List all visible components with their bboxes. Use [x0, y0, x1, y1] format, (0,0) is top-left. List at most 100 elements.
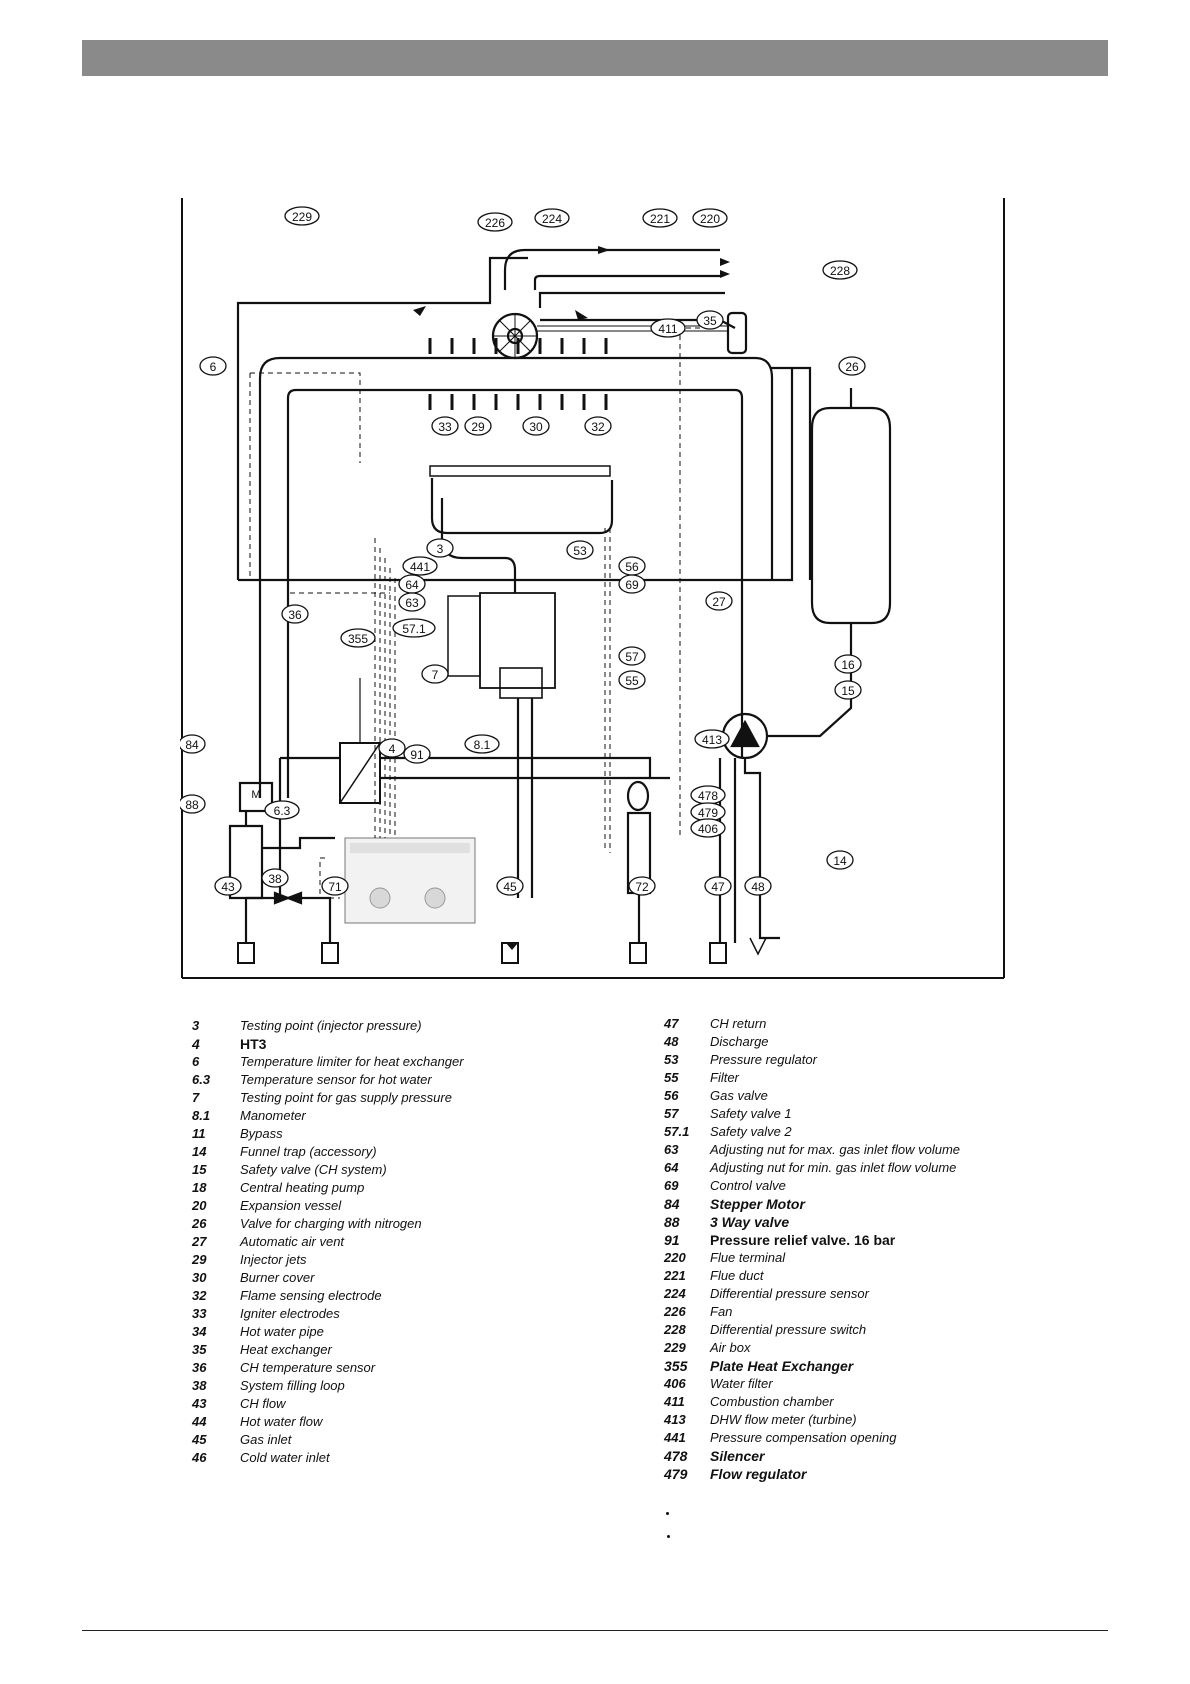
legend-description: Valve for charging with nitrogen: [240, 1216, 422, 1231]
callout-38: 38: [261, 868, 289, 888]
callout-63: 63: [398, 592, 426, 612]
callout-label: 355: [348, 632, 368, 646]
air-box-right: [770, 366, 812, 580]
legend-description: Plate Heat Exchanger: [710, 1358, 854, 1374]
diff-pressure-switch: [726, 311, 748, 355]
legend-description: Cold water inlet: [240, 1450, 330, 1465]
callout-label: 57.1: [402, 622, 426, 636]
legend-code: 34: [192, 1324, 207, 1339]
callout-label: 14: [833, 854, 847, 868]
legend-code: 221: [664, 1268, 686, 1283]
legend-description: Filter: [710, 1070, 739, 1085]
legend-description: CH return: [710, 1016, 767, 1031]
legend-code: 56: [664, 1088, 679, 1103]
legend-code: 18: [192, 1180, 207, 1195]
callout-35: 35: [696, 310, 724, 330]
legend-description: Testing point for gas supply pressure: [240, 1090, 452, 1105]
legend-description: Flue terminal: [710, 1250, 786, 1265]
burner: [429, 465, 611, 477]
callout-221: 221: [642, 208, 678, 228]
callout-label: 45: [503, 880, 517, 894]
legend-code: 35: [192, 1342, 207, 1357]
callout-355: 355: [340, 628, 376, 648]
callout-label: 53: [573, 544, 587, 558]
legend-code: 46: [192, 1450, 207, 1465]
legend-description: 3 Way valve: [710, 1214, 790, 1230]
callout-228: 228: [822, 260, 858, 280]
callout-label: 3: [437, 542, 444, 556]
callout-4: 4: [378, 738, 406, 758]
callout-479: 479: [690, 802, 726, 822]
callout-7: 7: [421, 664, 449, 684]
legend-description: Stepper Motor: [710, 1196, 805, 1212]
legend-description: Gas valve: [710, 1088, 768, 1103]
legend-code: 411: [664, 1394, 685, 1409]
legend-code: 3: [192, 1018, 200, 1033]
callout-label: 220: [700, 212, 720, 226]
callout-27: 27: [705, 591, 733, 611]
legend-code: 229: [664, 1340, 686, 1355]
callout-55: 55: [618, 670, 646, 690]
flow-arrow-1: [598, 246, 610, 254]
callout-label: 229: [292, 210, 312, 224]
legend-code: 20: [192, 1198, 207, 1213]
stray-mark-1: [666, 1512, 669, 1515]
legend-description: Bypass: [240, 1126, 283, 1141]
filling-loop-valve: [273, 891, 292, 905]
callout-label: 479: [698, 806, 718, 820]
callout-label: 4: [389, 742, 396, 756]
callout-label: 226: [485, 216, 505, 230]
callout-226: 226: [477, 212, 513, 232]
legend-description: Temperature limiter for heat exchanger: [240, 1054, 464, 1069]
flue-duct-outer: [503, 248, 720, 290]
callout-220: 220: [692, 208, 728, 228]
legend-code: 38: [192, 1378, 207, 1393]
callout-413: 413: [694, 729, 730, 749]
legend-code: 29: [192, 1252, 207, 1267]
legend-code: 47: [664, 1016, 679, 1031]
callout-label: 56: [625, 560, 639, 574]
legend-description: Hot water pipe: [240, 1324, 324, 1339]
legend-description: Temperature sensor for hot water: [240, 1072, 432, 1087]
flow-arrow-2: [720, 258, 730, 266]
callout-36: 36: [281, 604, 309, 624]
legend-description: Gas inlet: [240, 1432, 292, 1447]
callout-label: 411: [658, 322, 677, 336]
legend-code: 36: [192, 1360, 207, 1375]
legend-code: 228: [664, 1322, 686, 1337]
callout-label: 32: [591, 420, 605, 434]
legend-code: 43: [192, 1396, 207, 1411]
legend-code: 33: [192, 1306, 207, 1321]
legend-code: 15: [192, 1162, 207, 1177]
legend-description: Flue duct: [710, 1268, 764, 1283]
legend-description: Air box: [710, 1340, 751, 1355]
stray-mark-2: [667, 1535, 670, 1538]
callout-406: 406: [690, 818, 726, 838]
callout-441: 441: [402, 556, 438, 576]
callout-229: 229: [284, 206, 320, 226]
callout-43: 43: [214, 876, 242, 896]
legend-code: 64: [664, 1160, 679, 1175]
callout-91: 91: [403, 744, 431, 764]
dhw-flow-meter: [626, 780, 650, 812]
boiler-schematic-diagram: M: [180, 198, 1006, 980]
flow-arrow-3: [720, 270, 730, 278]
legend-description: Flame sensing electrode: [240, 1288, 382, 1303]
legend-description: Testing point (injector pressure): [240, 1018, 422, 1033]
legend-description: Safety valve (CH system): [240, 1162, 387, 1177]
legend-code: 413: [664, 1412, 686, 1427]
callout-label: 26: [845, 360, 859, 374]
